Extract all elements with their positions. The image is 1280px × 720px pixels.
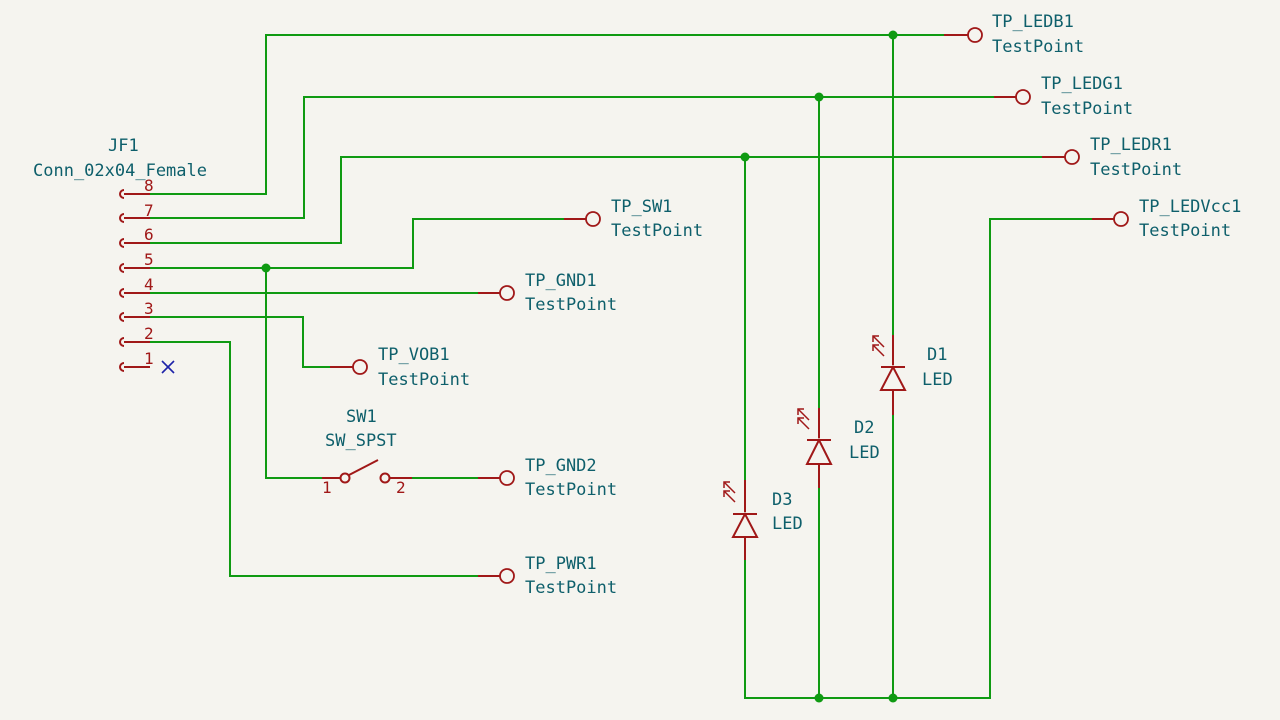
- no-connect-icon: [161, 360, 175, 374]
- wires: [150, 34, 1092, 699]
- pin-number: 6: [144, 225, 154, 244]
- test-point-tp-ledr1[interactable]: TP_LEDR1 TestPoint: [1042, 135, 1182, 180]
- switch-contact: [379, 472, 391, 484]
- test-point-icon: [1015, 89, 1031, 105]
- light-emission-icon: [797, 408, 810, 430]
- test-point-tp-ledvcc1[interactable]: TP_LEDVcc1 TestPoint: [1092, 197, 1241, 241]
- test-point-icon: [352, 359, 368, 375]
- pin-number: 5: [144, 250, 154, 269]
- connector-pin: [119, 238, 150, 248]
- test-point-tp-gnd1[interactable]: TP_GND1 TestPoint: [478, 271, 617, 315]
- test-point-tp-sw1[interactable]: TP_SW1 TestPoint: [564, 197, 703, 241]
- test-point-tp-ledg1[interactable]: TP_LEDG1 TestPoint: [994, 74, 1133, 119]
- junctions: [261, 30, 898, 703]
- test-point-ref: TP_GND1: [525, 271, 597, 291]
- wire-vob: [150, 316, 330, 368]
- test-point-icon: [585, 211, 601, 227]
- test-point-icon: [499, 285, 515, 301]
- test-point-tp-pwr1[interactable]: TP_PWR1 TestPoint: [478, 554, 617, 598]
- test-point-value: TestPoint: [1041, 99, 1133, 119]
- wire-ledb: [150, 34, 944, 195]
- switch-lever: [348, 459, 379, 476]
- test-point-tp-gnd2[interactable]: TP_GND2 TestPoint: [478, 456, 617, 500]
- test-point-ref: TP_LEDB1: [992, 12, 1074, 32]
- connector-ref: JF1: [108, 136, 139, 156]
- led-ref: D3: [772, 490, 792, 510]
- test-point-icon: [1064, 149, 1080, 165]
- junction-dot: [888, 30, 898, 40]
- junction-dot: [888, 693, 898, 703]
- led-ref: D1: [927, 345, 947, 365]
- led-ref: D2: [854, 418, 874, 438]
- connector-value: Conn_02x04_Female: [33, 161, 207, 181]
- wire-sw1-in: [265, 268, 322, 479]
- pin-number: 8: [144, 176, 154, 195]
- wire-d3-cathode: [744, 218, 1092, 699]
- pin-number: 7: [144, 201, 154, 220]
- test-point-ref: TP_LEDG1: [1041, 74, 1123, 94]
- test-point-ref: TP_LEDR1: [1090, 135, 1172, 155]
- led-diode-icon: [879, 364, 907, 391]
- test-point-icon: [967, 27, 983, 43]
- connector-pin: [119, 362, 150, 372]
- led-value: LED: [772, 514, 803, 534]
- connector-pin: [119, 263, 150, 273]
- test-point-value: TestPoint: [525, 578, 617, 598]
- test-point-ref: TP_VOB1: [378, 345, 450, 365]
- switch-value: SW_SPST: [325, 431, 397, 451]
- switch-ref: SW1: [346, 407, 377, 427]
- test-point-value: TestPoint: [378, 370, 470, 390]
- led-value: LED: [922, 370, 953, 390]
- test-point-icon: [1113, 211, 1129, 227]
- test-point-ref: TP_GND2: [525, 456, 597, 476]
- test-point-ref: TP_PWR1: [525, 554, 597, 574]
- test-point-ref: TP_LEDVcc1: [1139, 197, 1241, 217]
- light-emission-icon: [723, 481, 736, 503]
- pin-number: 1: [322, 478, 332, 497]
- test-point-value: TestPoint: [1090, 160, 1182, 180]
- wire-sw: [150, 218, 564, 269]
- test-point-value: TestPoint: [525, 480, 617, 500]
- test-point-icon: [499, 470, 515, 486]
- test-point-value: TestPoint: [992, 37, 1084, 57]
- led-diode-icon: [805, 437, 833, 465]
- switch-sw1[interactable]: SW1 SW_SPST 1 2: [322, 407, 412, 497]
- junction-dot: [814, 92, 824, 102]
- pin-number: 2: [144, 324, 154, 343]
- junction-dot: [740, 152, 750, 162]
- pin-number: 2: [396, 478, 406, 497]
- test-point-ref: TP_SW1: [611, 197, 672, 217]
- test-point-value: TestPoint: [611, 221, 703, 241]
- connector-jf1[interactable]: JF1 Conn_02x04_Female 8 7 6 5 4 3 2 1: [33, 136, 207, 374]
- connector-pin: [119, 288, 150, 298]
- led-value: LED: [849, 443, 880, 463]
- test-point-tp-vob1[interactable]: TP_VOB1 TestPoint: [330, 345, 470, 390]
- test-point-icon: [499, 568, 515, 584]
- wire-ledg: [150, 96, 994, 219]
- test-point-value: TestPoint: [525, 295, 617, 315]
- switch-contact: [339, 472, 351, 484]
- connector-pin: [119, 189, 150, 199]
- wire-pwr: [150, 341, 478, 577]
- pin-number: 4: [144, 275, 154, 294]
- light-emission-icon: [872, 335, 885, 357]
- test-point-value: TestPoint: [1139, 221, 1231, 241]
- led-d1[interactable]: D1 LED: [872, 335, 953, 415]
- connector-pin: [119, 337, 150, 347]
- junction-dot: [261, 263, 271, 273]
- wire-ledr: [150, 156, 1042, 244]
- test-point-tp-ledb1[interactable]: TP_LEDB1 TestPoint: [944, 12, 1084, 57]
- pin-number: 1: [144, 349, 154, 368]
- led-d3[interactable]: D3 LED: [723, 480, 803, 560]
- junction-dot: [814, 693, 824, 703]
- connector-pin: [119, 312, 150, 322]
- led-diode-icon: [731, 511, 759, 538]
- pin-number: 3: [144, 299, 154, 318]
- led-d2[interactable]: D2 LED: [797, 408, 880, 488]
- connector-pin: [119, 213, 150, 223]
